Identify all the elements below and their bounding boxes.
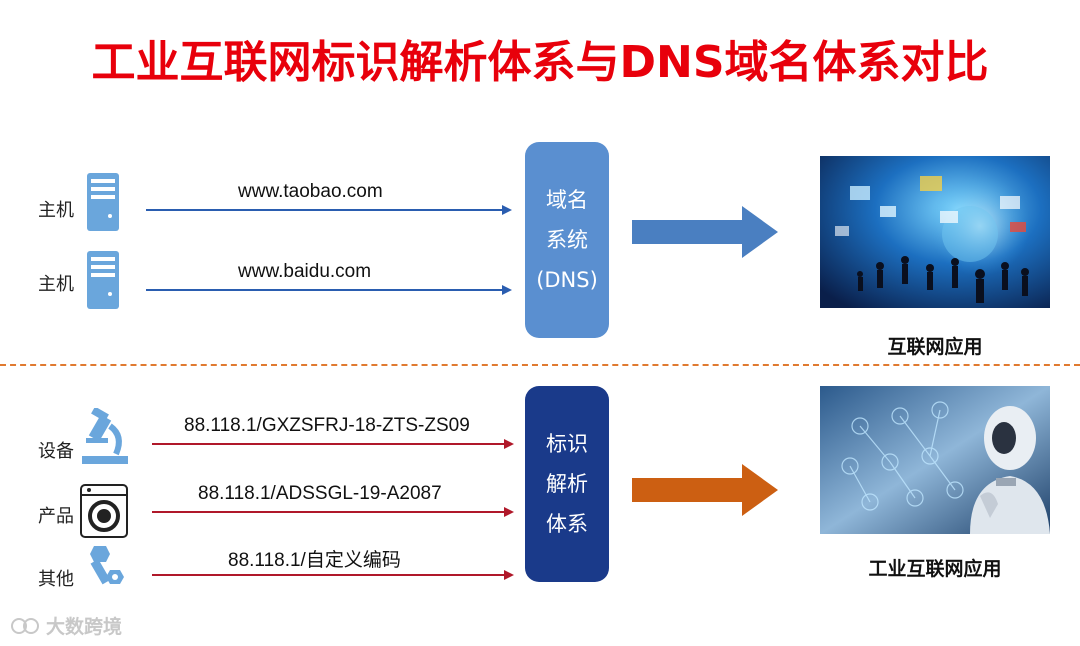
box-line: 系统 [546,228,588,252]
page-title: 工业互联网标识解析体系与DNS域名体系对比 [91,37,989,88]
box-line: 标识 [546,432,588,456]
internet-application-caption: 互联网应用 [887,336,983,358]
identifier-text: 88.118.1/ADSSGL-19-A2087 [198,483,442,504]
section-divider [0,364,1080,366]
bolt-nut-icon [90,546,124,585]
box-line: (DNS) [536,268,598,292]
device-label: 设备 [38,441,74,462]
identifier-text: 88.118.1/GXZSFRJ-18-ZTS-ZS09 [184,415,470,436]
query-arrow-head [504,439,514,449]
watermark: 大数跨境 [10,612,122,639]
query-arrow-head [502,205,512,215]
box-line: 域名 [546,188,588,212]
product-label: 产品 [38,506,74,527]
big-right-arrow [632,206,778,258]
identifier-text: 88.118.1/自定义编码 [228,550,401,571]
bottom-arrow-lines [152,439,514,580]
host-label: 主机 [38,274,74,295]
server-icon [87,251,119,309]
watermark-logo-icon [11,617,39,634]
microscope-icon [82,408,128,464]
washing-machine-icon [80,484,128,538]
box-line: 体系 [546,512,588,536]
query-arrow-head [504,570,514,580]
identifier-resolution-box: 标识 解析 体系 [525,386,609,582]
other-label: 其他 [38,569,74,590]
dns-system-box: 域名 系统 (DNS) [525,142,609,338]
domain-name-text: www.taobao.com [238,181,383,202]
industrial-internet-application-caption: 工业互联网应用 [868,558,1002,580]
box-line: 解析 [546,472,588,496]
industrial-internet-application-image [820,386,1050,534]
big-right-arrow [632,464,778,516]
domain-name-text: www.baidu.com [238,261,372,282]
internet-application-image [820,156,1050,308]
host-label: 主机 [38,200,74,221]
query-arrow-head [502,285,512,295]
watermark-text: 大数跨境 [46,616,123,638]
top-arrow-lines [146,205,512,295]
query-arrow-head [504,507,514,517]
server-icon [87,173,119,231]
